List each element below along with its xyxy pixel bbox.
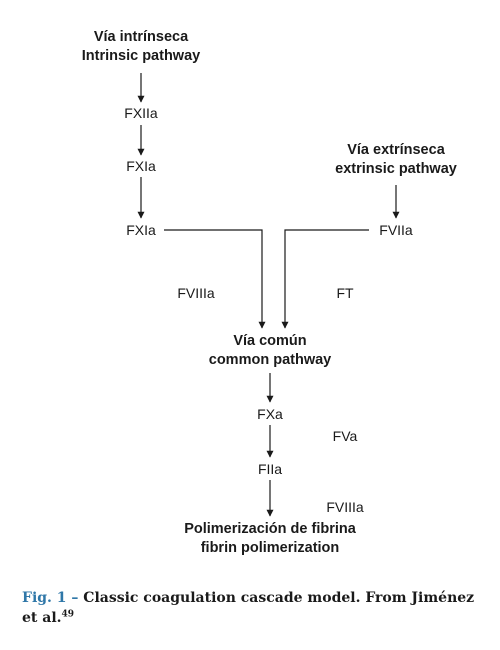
factor-fxia-2: FXIa [126, 222, 156, 238]
intrinsic-pathway-title-es: Vía intrínseca [93, 29, 189, 45]
arrow-intrinsic-to-common [164, 229, 266, 329]
arrow-extrinsic-to-common [281, 229, 369, 329]
extrinsic-pathway-title-en: extrinsic pathway [335, 161, 457, 177]
common-pathway-label: Vía común common pathway [209, 332, 331, 370]
coagulation-cascade-diagram: Vía intrínseca Intrinsic pathway FXIIa F… [82, 28, 457, 558]
factor-fxa: FXa [257, 406, 283, 422]
fibrin-polymerization-label: Polimerización de fibrina fibrin polimer… [184, 520, 356, 558]
factor-fviiia-1: FVIIIa [177, 285, 215, 301]
figure-label: Fig. 1 – [22, 590, 79, 606]
connector-arrows [137, 73, 400, 517]
fibrin-polymerization-title-es: Polimerización de fibrina [184, 521, 356, 537]
extrinsic-pathway-title-es: Vía extrínseca [347, 142, 445, 158]
factor-fiia: FIIa [257, 461, 283, 477]
factor-fva: FVa [332, 428, 358, 444]
factor-ft: FT [336, 285, 354, 301]
factor-fxiia: FXIIa [124, 105, 158, 121]
extrinsic-pathway-label: Vía extrínseca extrinsic pathway [335, 141, 457, 179]
fibrin-polymerization-title-en: fibrin polimerization [200, 540, 340, 556]
figure-caption: Fig. 1 – Classic coagulation cascade mod… [22, 588, 492, 628]
factor-fviia: FVIIa [379, 222, 413, 238]
caption-reference: 49 [61, 609, 75, 620]
factor-fviiia-2: FVIIIa [326, 499, 364, 515]
caption-text: Classic coagulation cascade model. From … [22, 590, 475, 626]
intrinsic-pathway-label: Vía intrínseca Intrinsic pathway [82, 28, 200, 66]
intrinsic-pathway-title-en: Intrinsic pathway [81, 48, 201, 64]
common-pathway-title-es: Vía común [233, 333, 307, 349]
common-pathway-title-en: common pathway [208, 352, 332, 368]
factor-fxia-1: FXIa [126, 158, 156, 174]
